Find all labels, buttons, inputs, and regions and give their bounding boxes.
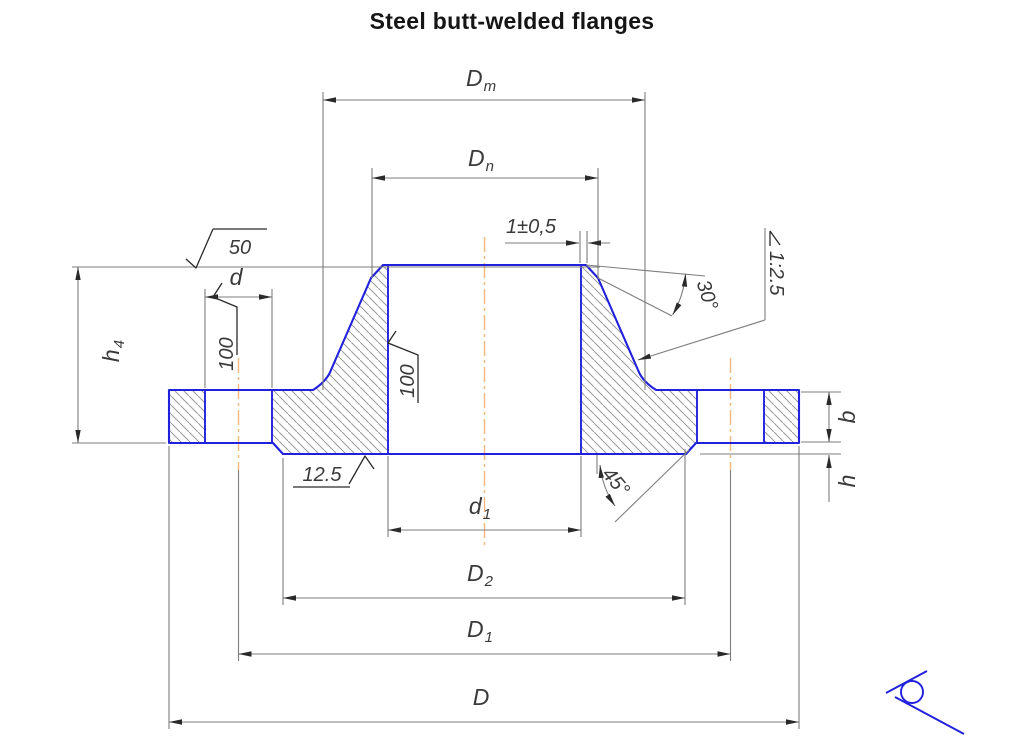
roughness-check-bore: [387, 330, 419, 403]
flange-outline: [167, 263, 801, 456]
roughness-hole-value: 100: [216, 337, 238, 370]
right-bolt-hole: [696, 390, 765, 443]
dim-label-d: d: [230, 264, 244, 290]
angle-45-label: 45°: [597, 463, 633, 500]
centerlines: [237, 237, 732, 545]
roughness-bore-value: 100: [397, 364, 419, 397]
eye-icon: [885, 670, 965, 735]
roughness-symbols: [185, 228, 419, 488]
arc-45deg: [598, 464, 616, 507]
dim-label-D2: D2: [467, 560, 494, 590]
dimension-lines: [75, 97, 832, 725]
roughness-top-value: 50: [229, 237, 251, 259]
roughness-bottom-value: 12.5: [303, 464, 343, 486]
dim-label-Dm: Dm: [466, 65, 496, 95]
section-hatching: [169, 265, 799, 454]
roughness-check-hole: [212, 282, 238, 355]
dim-label-h: h: [834, 475, 860, 488]
dim-label-h4: h4: [98, 340, 128, 362]
dimension-labels: Dm Dn 1±0,5 30° 1:2.5 45° 50 100 100 12.…: [98, 65, 860, 710]
dim-label-D1: D1: [467, 616, 493, 646]
slope-leader: [637, 319, 766, 361]
slope-label: 1:2.5: [765, 251, 787, 296]
roughness-check-top: [185, 228, 267, 269]
dim-label-b: b: [834, 410, 860, 423]
tolerance-label: 1±0,5: [506, 216, 557, 238]
left-bolt-hole: [204, 390, 273, 443]
dim-label-D: D: [473, 684, 490, 710]
angle-icon: [769, 230, 781, 246]
dim-label-Dn: Dn: [468, 145, 494, 175]
angle-30-label: 30°: [692, 277, 722, 313]
roughness-check-bottom: [293, 455, 375, 488]
slope-label-group: 1:2.5: [765, 230, 787, 296]
extension-lines: [72, 92, 841, 729]
dim-label-d1: d1: [469, 493, 491, 523]
arc-30deg: [672, 273, 688, 316]
page-title: Steel butt-welded flanges: [369, 8, 655, 34]
